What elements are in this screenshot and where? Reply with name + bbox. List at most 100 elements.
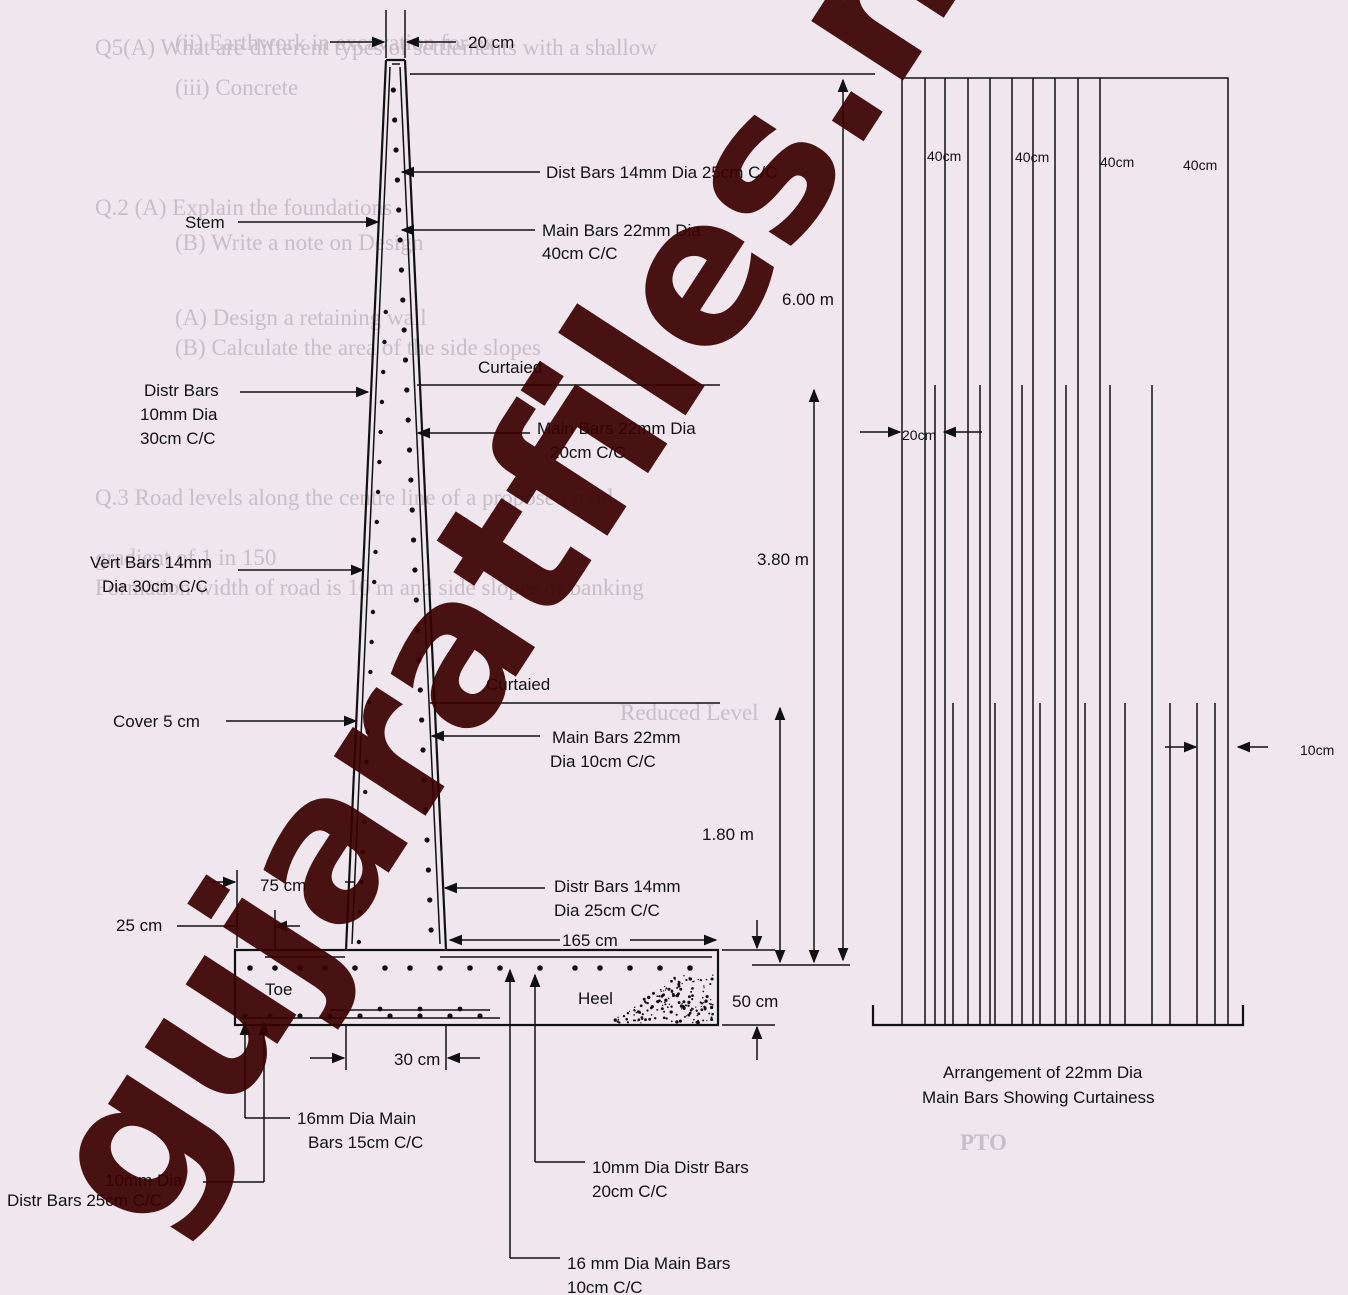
rebar-dot xyxy=(428,927,434,933)
soil-speck xyxy=(675,1020,679,1024)
rebar-dot xyxy=(413,597,419,603)
soil-speck xyxy=(661,1004,664,1007)
rebar-dot xyxy=(402,357,409,363)
rebar-dot xyxy=(396,207,402,213)
rebar-dot xyxy=(393,147,399,153)
rebar-dot xyxy=(687,965,693,971)
soil-speck xyxy=(703,1001,705,1003)
soil-speck xyxy=(667,987,671,991)
rebar-dot xyxy=(359,879,364,885)
arrangement-outline xyxy=(901,77,1229,1025)
soil-speck xyxy=(708,1002,711,1005)
rebar-dot xyxy=(392,117,398,123)
rebar-dot xyxy=(400,297,406,303)
soil-speck xyxy=(682,1006,686,1010)
curtailed-2-label: Curtaied xyxy=(486,675,550,694)
toe-label: Toe xyxy=(265,980,292,999)
rebar-dot xyxy=(372,579,377,585)
soil-speck xyxy=(701,996,704,999)
distr10-heel-line2: 20cm C/C xyxy=(592,1182,668,1201)
soil-speck xyxy=(642,997,646,1001)
soil-speck xyxy=(655,1000,658,1003)
rebar-dot xyxy=(415,627,421,633)
rebar-dot xyxy=(404,387,410,393)
dist-bars-top-label: Dist Bars 14mm Dia 25cm C/C xyxy=(546,163,777,182)
soil-speck xyxy=(668,1003,671,1006)
soil-speck xyxy=(616,1020,620,1023)
curtailment-arrangement: 40cm 40cm 40cm 40cm 20cm 10cm Arrangemen… xyxy=(860,77,1334,1107)
soil-speck xyxy=(660,1007,664,1011)
soil-speck xyxy=(664,989,667,991)
main-bars-1-line1: Main Bars 22mm Dia xyxy=(542,221,701,240)
soil-speck xyxy=(697,1012,701,1016)
soil-speck xyxy=(650,1014,653,1016)
rebar-dot xyxy=(361,819,367,825)
rebar-dot xyxy=(572,965,578,971)
rebar-dots xyxy=(242,87,693,1019)
rebar-dot xyxy=(383,309,388,315)
soil-speck xyxy=(636,1010,640,1014)
background-exam-text: Q5(A) What are different types of settle… xyxy=(95,30,1007,1155)
soil-speck xyxy=(680,1008,683,1010)
soil-speck xyxy=(710,1017,714,1022)
spacing-40-2: 40cm xyxy=(1015,149,1049,165)
soil-speck xyxy=(700,1008,704,1012)
soil-speck xyxy=(662,1016,666,1020)
soil-speck xyxy=(705,995,709,999)
soil-speck xyxy=(705,978,708,981)
rebar-dot xyxy=(457,1006,463,1012)
distr10-bot-line2: Distr Bars 25cm C/C xyxy=(7,1191,162,1210)
soil-speck xyxy=(656,995,659,997)
rebar-dot xyxy=(437,965,443,971)
soil-speck xyxy=(633,1014,635,1016)
soil-speck xyxy=(632,1019,635,1022)
rebar-dot xyxy=(417,1006,423,1012)
rebar-dot xyxy=(352,965,358,971)
rebar-dot xyxy=(597,965,603,971)
stem-label: Stem xyxy=(185,213,225,232)
rebar-dot xyxy=(467,965,473,971)
spacing-20-label: 20cm xyxy=(902,427,936,443)
soil-speck xyxy=(635,1011,638,1014)
dim-25-label: 25 cm xyxy=(116,916,162,935)
arrangement-line1: Arrangement of 22mm Dia xyxy=(943,1063,1143,1082)
soil-speck xyxy=(639,1004,643,1008)
stem-front-face xyxy=(344,59,388,951)
soil-speck xyxy=(685,978,688,982)
soil-speck xyxy=(700,1005,702,1008)
rebar-dot xyxy=(365,729,371,735)
rebar-dot xyxy=(427,897,433,903)
soil-speck xyxy=(645,1001,648,1004)
rebar-dot xyxy=(375,489,381,495)
rebar-dot xyxy=(405,417,411,423)
soil-speck xyxy=(676,986,679,989)
soil-speck xyxy=(644,1018,647,1022)
soil-speck xyxy=(617,1016,619,1018)
dim-165-label: 165 cm xyxy=(562,931,618,950)
soil-speck xyxy=(633,1006,636,1009)
soil-speck xyxy=(691,987,694,990)
rebar-dot xyxy=(370,609,376,615)
curtailed-1-label: Curtaied xyxy=(478,358,542,377)
rebar-dot xyxy=(408,477,414,483)
soil-speck xyxy=(660,990,663,993)
soil-speck xyxy=(708,1012,711,1015)
soil-speck xyxy=(633,1009,636,1012)
rebar-dot xyxy=(369,639,374,645)
soil-speck xyxy=(691,1021,694,1024)
main-bars-3-line2: Dia 10cm C/C xyxy=(550,752,656,771)
soil-speck xyxy=(641,1013,644,1016)
height-380-label: 3.80 m xyxy=(757,550,809,569)
soil-speck xyxy=(702,1019,705,1022)
soil-speck xyxy=(691,1007,693,1010)
rebar-dot xyxy=(401,327,407,333)
rebar-dot xyxy=(378,429,383,435)
soil-speck xyxy=(681,982,683,985)
rebar-dot xyxy=(267,1013,273,1019)
soil-speck xyxy=(637,1018,641,1021)
rebar-dot xyxy=(379,399,385,405)
soil-speck xyxy=(640,1016,644,1019)
soil-speck xyxy=(673,994,676,997)
arrangement-bars xyxy=(924,78,1216,1025)
soil-speck xyxy=(658,999,661,1003)
